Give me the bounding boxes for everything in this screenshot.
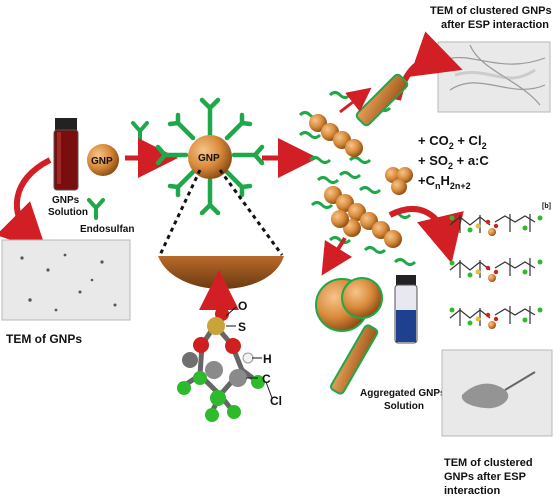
atom-label-cl: Cl [270,394,282,408]
svg-text:+ CO2 + Cl2: + CO2 + Cl2 [418,133,487,151]
gnps-solution-label-1: GNPs [52,195,80,206]
aggregated-solution-vial [394,275,418,344]
gnps-solution-label-2: Solution [48,207,88,218]
tem-gnps-label: TEM of GNPs [6,332,82,346]
tem-top-title-line1: TEM of clustered GNPs [430,5,552,17]
atom-label-s: S [238,320,246,334]
svg-text:+CnH2n+2: +CnH2n+2 [418,173,471,191]
gnp-big-label: GNP [198,153,220,164]
gnps-solution-vial [53,118,79,191]
tem-image-bottom [441,349,553,437]
aggregated-label-2: Solution [384,401,424,412]
endosulfan-label: Endosulfan [80,224,134,235]
zoom-bowl [158,256,284,289]
tem-top-title-line2: after ESP interaction [441,19,549,31]
curved-arrow-to-tem-gnps [0,157,52,252]
tem-bottom-title-line1: TEM of clustered [444,457,533,469]
svg-text:+ SO2 + a:C: + SO2 + a:C [418,153,489,171]
tem-image-top [437,41,551,113]
functionalized-gnp [155,97,265,216]
aggregated-label-1: Aggregated GNPs [360,388,446,399]
gnp-chain-upper [298,91,392,164]
leader-cl [265,381,273,399]
reaction-products: + CO2 + Cl2 + SO2 + a:C +CnH2n+2 [418,133,489,191]
gold-nanorod [355,73,409,127]
leader-o [225,306,237,317]
atom-label-o: O [238,299,247,313]
aggregated-particles [315,277,383,395]
tem-bottom-title-line2: GNPs after ESP [444,471,526,483]
endosulfan-molecule [177,307,265,422]
gnp-chain-lower [310,171,417,266]
gnp-particle-small [87,144,119,176]
arrow-to-aggregates [321,236,353,276]
tem-gnps-image [1,239,131,321]
structure-panel: [b] [449,203,551,329]
curved-arrow-to-structure [388,206,464,264]
gnp-small-label: GNP [91,156,113,167]
endosulfan-icon [87,198,105,220]
tem-bottom-title-line3: interaction [444,485,501,497]
arrow-chain-to-rod [339,87,372,114]
panel-b-label: [b] [542,203,551,210]
ligand-icon [131,121,149,143]
atom-label-h: H [263,352,272,366]
zoom-lines [158,169,284,256]
small-cluster [385,167,413,195]
atom-label-c: C [262,372,271,386]
